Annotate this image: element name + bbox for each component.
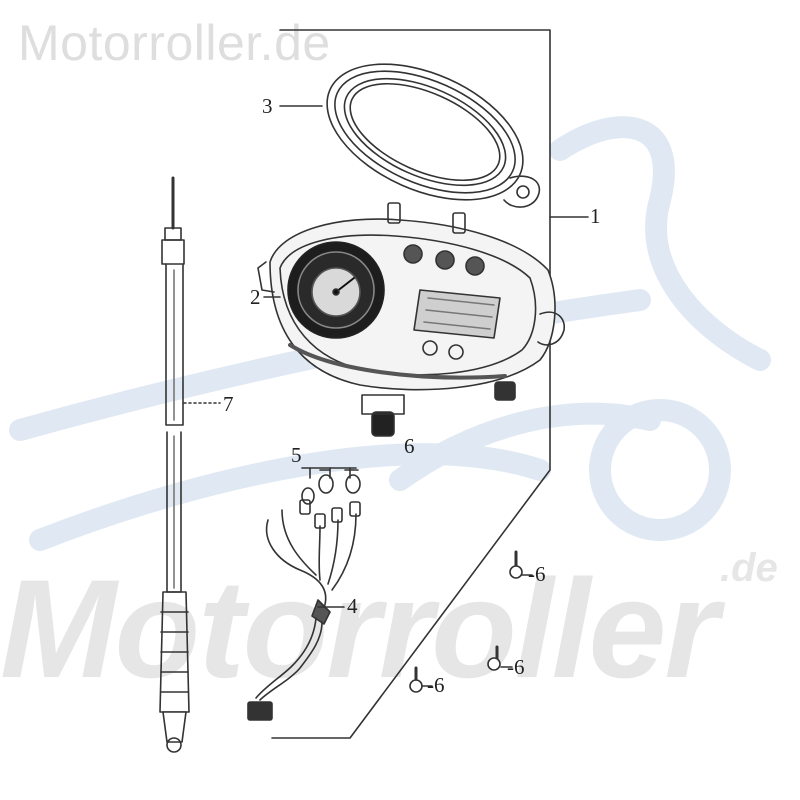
button-1	[422, 340, 438, 356]
bracket-line	[271, 29, 551, 739]
harness-plug	[247, 701, 273, 721]
lamp-3	[465, 256, 485, 276]
watermark-big-text: Motorroller	[0, 550, 719, 707]
bezel-tab-hole	[516, 185, 530, 199]
lamp-1	[403, 244, 423, 264]
bezel-ring	[326, 63, 524, 201]
callout-4: 4	[347, 594, 358, 618]
button-2	[448, 344, 464, 360]
screw-right-bottom	[487, 645, 513, 671]
callout-1: 1	[590, 204, 601, 228]
callout-6-center: 6	[404, 434, 415, 458]
screw-left	[409, 666, 433, 693]
side-tab-left	[257, 261, 275, 293]
watermark-top-text: Motorroller.de	[18, 15, 331, 71]
callout-6-left: -6	[427, 673, 445, 697]
callout-5: 5	[291, 443, 302, 467]
speedometer-cluster	[257, 202, 565, 437]
bezel-tab	[503, 175, 541, 208]
clip-right	[494, 381, 516, 401]
wire-connector-3	[331, 507, 343, 523]
mount-tab-left	[387, 202, 401, 224]
callout-2: 2	[250, 285, 261, 309]
mount-tab-right	[452, 212, 466, 234]
callout-6-right-top: -6	[528, 562, 546, 586]
wire-harness	[247, 499, 361, 721]
bulbs-group	[301, 467, 361, 505]
wire-connector-2	[314, 513, 326, 529]
speedometer-cable	[159, 176, 190, 753]
watermark-suffix: .de	[720, 546, 778, 590]
lamp-2	[435, 250, 455, 270]
wire-connector-1	[299, 499, 311, 515]
callout-7: 7	[223, 392, 234, 416]
connector-socket	[371, 411, 395, 437]
callout-6-right-bottom: -6	[507, 655, 525, 679]
side-tab-right	[537, 311, 565, 346]
screw-right-top	[509, 550, 533, 579]
wire-connector-4	[349, 501, 361, 517]
callout-3: 3	[262, 94, 273, 118]
